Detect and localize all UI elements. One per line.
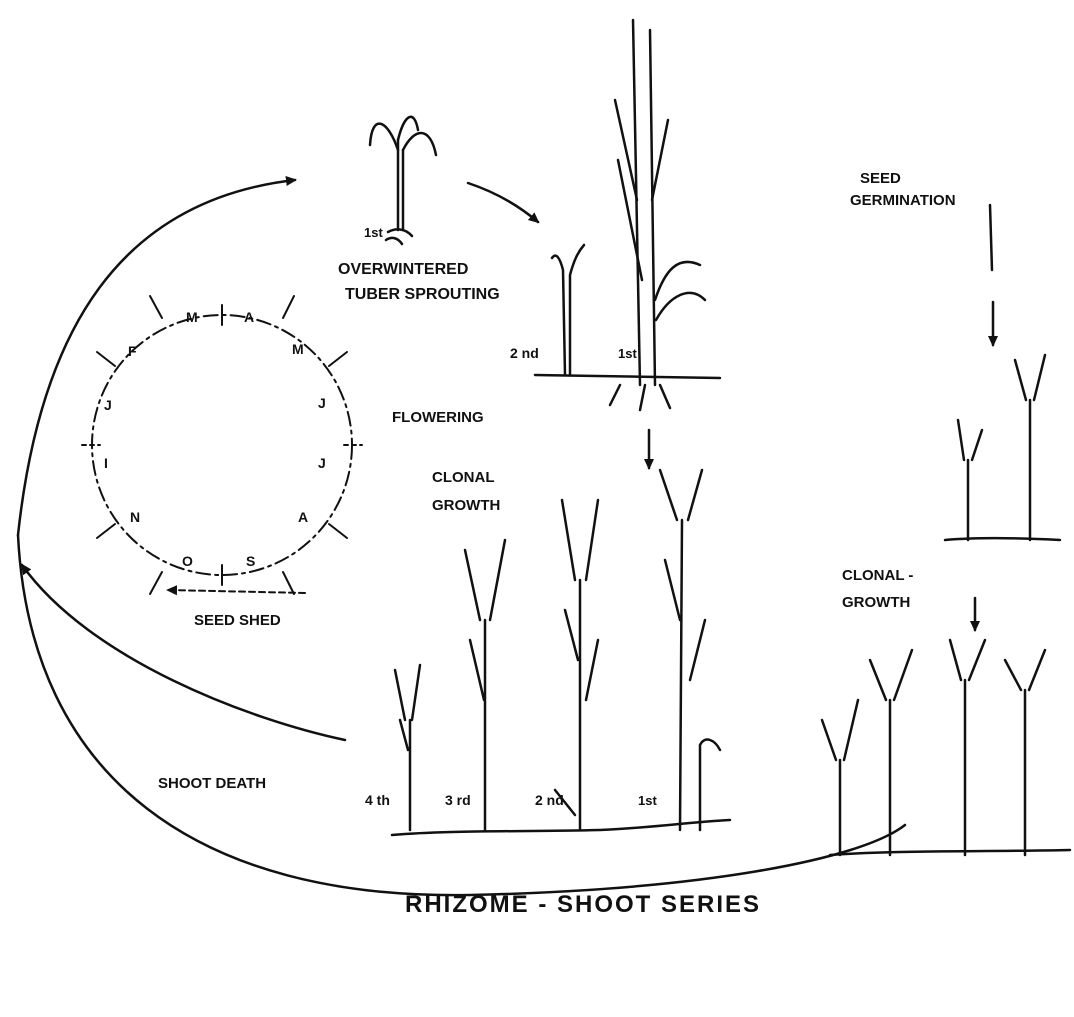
- shoot-order-label: 1st: [618, 346, 637, 361]
- right-clonal-group-drawing: [822, 640, 1070, 855]
- rhizome-shoot-series-label: RHIZOME - SHOOT SERIES: [405, 891, 761, 918]
- tuber-sprouting-label: TUBER SPROUTING: [345, 286, 500, 303]
- rhizome-shoot-series-drawing: [392, 470, 730, 835]
- tuber-to-shoot-arrow: [468, 183, 538, 222]
- month-label: J: [318, 395, 326, 411]
- cycle-arrow-outer: [18, 535, 905, 895]
- overwintered-label: OVERWINTERED: [338, 261, 468, 278]
- month-label: M: [186, 309, 198, 325]
- flowering-label: FLOWERING: [392, 409, 484, 426]
- shoot-order-label: 4 th: [365, 792, 390, 808]
- seed-germination-label: GERMINATION: [850, 192, 956, 209]
- shoot-order-label: 1st: [638, 793, 657, 808]
- cycle-arrow-top: [18, 180, 295, 535]
- month-label: I: [104, 455, 108, 471]
- month-label: M: [292, 341, 304, 357]
- shoot-order-label: 2 nd: [510, 345, 539, 361]
- month-label: A: [298, 509, 308, 525]
- clonal-growth-right-label: CLONAL -: [842, 567, 913, 584]
- seedling-drawing: [945, 205, 1060, 540]
- shoot-order-label: 1st: [364, 225, 383, 240]
- month-label: O: [182, 553, 193, 569]
- month-label: N: [130, 509, 140, 525]
- month-label: F: [128, 343, 137, 359]
- seed-shed-arrow: [168, 590, 305, 593]
- shoot-order-label: 2 nd: [535, 792, 564, 808]
- month-label: J: [318, 455, 326, 471]
- clonal-growth-label: CLONAL: [432, 469, 495, 486]
- shoot-death-label: SHOOT DEATH: [158, 775, 266, 792]
- seed-shed-label: SEED SHED: [194, 612, 281, 629]
- month-label: A: [244, 309, 254, 325]
- seed-germination-label: SEED: [860, 170, 901, 187]
- month-label: S: [246, 553, 255, 569]
- month-label: J: [104, 397, 112, 413]
- clonal-growth-label: GROWTH: [432, 497, 500, 514]
- shoot-order-label: 3 rd: [445, 792, 471, 808]
- month-calendar: M A M J J A S O N I J F: [82, 296, 362, 594]
- clonal-growth-right-label: GROWTH: [842, 594, 910, 611]
